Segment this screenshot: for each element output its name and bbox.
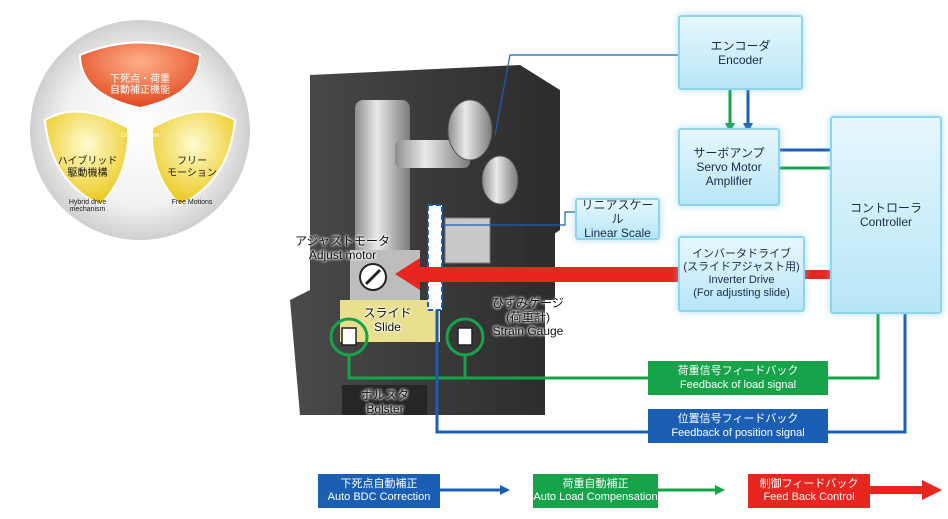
strain-gauge-label: ひずみゲージ (荷重計) Strain Gauge (478, 296, 578, 338)
strain-gauge-right-icon (458, 328, 472, 345)
inverter-drive-box: インバータドライブ (スライドアジャスト用) Inverter Drive (F… (678, 236, 805, 312)
feature-top-title: 下死点・荷重 自動補正機能 (86, 74, 194, 96)
legend-control: 制御フィードバック Feed Back Control (748, 474, 870, 508)
feature-left-sub: Hybrid drive mechanism (50, 199, 125, 213)
linear-scale-box: リニアスケール Linear Scale (575, 198, 660, 240)
inverter-to-adjust-motor-red-bar (415, 267, 678, 282)
slide-label: スライド Slide (355, 306, 420, 334)
feature-left-title: ハイブリッド 駆動機構 (50, 156, 125, 180)
adjust-motor-label: アジャストモータ Adjust motor (290, 234, 395, 262)
feature-top-sub: Auto BDC Correction Auto Load Compensati… (86, 115, 194, 139)
servo-amplifier-box: サーボアンプ Servo Motor Amplifier (678, 128, 780, 206)
flywheel (448, 100, 492, 160)
feature-right-title: フリー モーション (156, 156, 228, 180)
controller-box: コントローラ Controller (830, 116, 942, 314)
linear-scale-bar (428, 205, 442, 310)
load-feedback-box: 荷重信号フィードバック Feedback of load signal (648, 361, 828, 395)
encoder-box: エンコーダ Encoder (678, 15, 803, 90)
strain-gauge-left-icon (342, 328, 356, 345)
feature-right-sub: Free Motions (156, 199, 228, 207)
servo-pulley (482, 156, 518, 204)
legend-control-arrowhead (922, 480, 942, 500)
position-feedback-box: 位置信号フィードバック Feedback of position signal (648, 409, 828, 443)
bolster-label: ボルスタ Bolster (350, 388, 420, 416)
legend-bdc: 下死点自動補正 Auto BDC Correction (318, 474, 440, 508)
feature-right-label: フリー モーション Free Motions (156, 138, 228, 225)
press-side-block (525, 220, 555, 300)
legend-control-bar (870, 486, 925, 494)
legend-load: 荷重自動補正 Auto Load Compensation (533, 474, 658, 508)
feature-left-label: ハイブリッド 駆動機構 Hybrid drive mechanism (50, 138, 125, 231)
controller-to-inverter-red-stub (805, 270, 830, 279)
